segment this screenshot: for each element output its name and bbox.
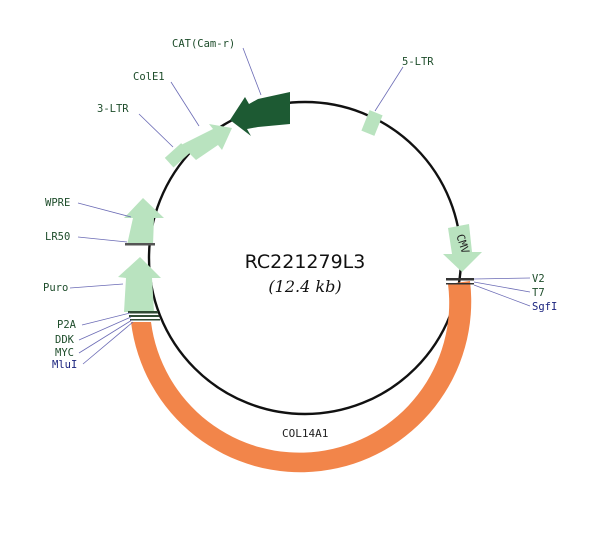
plasmid-size: (12.4 kb) xyxy=(268,277,341,296)
leader-t7 xyxy=(473,281,531,293)
plasmid-title: RC221279L3 xyxy=(245,251,366,273)
feature-5-ltr-label: 5-LTR xyxy=(402,56,434,68)
feature-v2-tick xyxy=(446,278,474,281)
feature-mlui-tick xyxy=(130,319,160,321)
leader-sgfi xyxy=(473,284,531,307)
feature-mlui-label: MluI xyxy=(52,359,77,371)
leader-p2a xyxy=(81,312,131,326)
feature-lr50-tick xyxy=(125,243,155,246)
leader-cole1 xyxy=(170,81,200,127)
feature-cmv-arrow xyxy=(443,224,482,272)
feature-col14a1-band xyxy=(131,281,472,473)
leader-myc xyxy=(78,319,133,354)
leader-wpre xyxy=(77,202,132,218)
feature-3-ltr-label: 3-LTR xyxy=(97,103,129,115)
feature-cat-label: CAT(Cam-r) xyxy=(172,38,235,50)
feature-5-ltr-box xyxy=(361,110,383,136)
feature-cat-arrow xyxy=(230,92,290,136)
feature-lr50-label: LR50 xyxy=(45,231,70,243)
leader-cat xyxy=(242,47,262,96)
leader-5-ltr xyxy=(374,66,404,112)
feature-myc-label: MYC xyxy=(55,347,74,359)
feature-col14a1-label: COL14A1 xyxy=(282,427,328,440)
feature-3-ltr-box xyxy=(164,143,190,168)
leader-puro xyxy=(69,283,124,289)
feature-cole1-arrow xyxy=(181,124,232,160)
feature-wpre-label: WPRE xyxy=(45,197,70,209)
feature-p2a-label: P2A xyxy=(57,319,77,331)
feature-ddk-tick xyxy=(129,315,159,317)
feature-cole1-label: ColE1 xyxy=(133,71,165,83)
leader-v2 xyxy=(473,277,531,280)
feature-sgfi-tick xyxy=(446,283,474,285)
feature-wpre-arrow xyxy=(124,198,164,245)
leader-lr50 xyxy=(77,236,128,243)
feature-puro-arrow xyxy=(118,257,161,312)
feature-t7-label: T7 xyxy=(532,287,545,299)
feature-puro-label: Puro xyxy=(43,282,68,294)
feature-v2-label: V2 xyxy=(532,273,545,285)
leader-ddk xyxy=(78,316,132,341)
feature-ddk-label: DDK xyxy=(55,334,75,346)
feature-sgfi-label: SgfI xyxy=(532,301,557,313)
leader-3-ltr xyxy=(138,113,174,148)
feature-cmv-label: CMV xyxy=(453,232,472,255)
leader-mlui xyxy=(82,321,134,365)
feature-p2a-tick xyxy=(128,311,158,314)
